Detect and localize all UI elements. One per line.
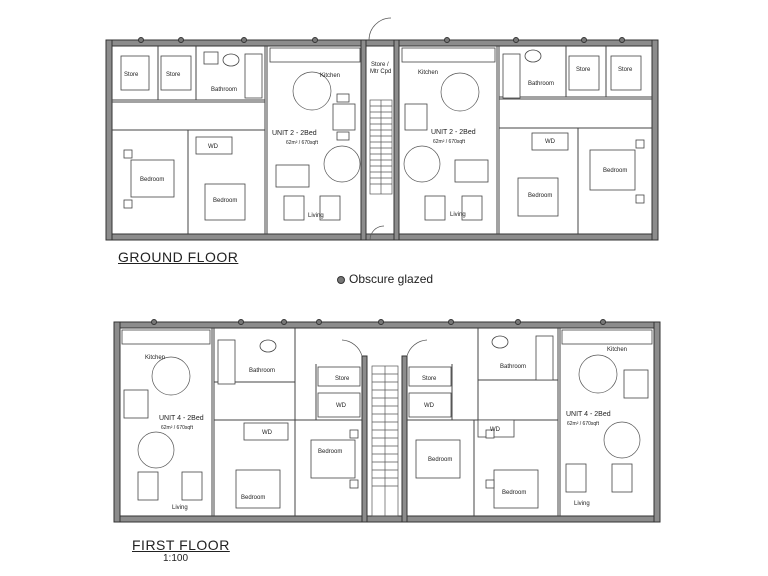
gf-bedroom-label-left-1: Bedroom [140, 177, 164, 183]
gf-store-mtr-label-1: Store / [371, 62, 389, 68]
ff-unit-title-right: UNIT 4 - 2Bed [566, 411, 611, 418]
gf-unit-area-left: 62m² / 670sqft [286, 140, 319, 146]
gf-kitchen-label-right: Kitchen [418, 70, 438, 76]
scale-label: 1:100 [163, 553, 189, 564]
gf-store-label-3: Store [576, 67, 591, 73]
ff-stairs [371, 365, 399, 517]
ff-unit-area-right: 62m² / 670sqft [567, 421, 600, 427]
gf-store-label-4: Store [618, 67, 633, 73]
legend-obscure-glazed: Obscure glazed [349, 272, 434, 286]
ground-floor-plan [105, 17, 659, 241]
ff-wd-label-right-2: WD [490, 427, 501, 433]
ff-wall-right [653, 321, 661, 523]
gf-bathroom-label-left: Bathroom [211, 87, 237, 93]
ground-floor-title: GROUND FLOOR [118, 249, 239, 265]
legend: Obscure glazed [337, 272, 433, 286]
gf-unit-title-right: UNIT 2 - 2Bed [431, 129, 476, 136]
ff-wd-label-left-1: WD [336, 403, 347, 409]
ff-unit-area-left: 62m² / 670sqft [161, 425, 194, 431]
gf-unit-area-right: 62m² / 670sqft [433, 139, 466, 145]
gf-wall-right [651, 39, 659, 241]
ff-kitchen-label-left: Kitchen [145, 355, 165, 361]
first-floor-plan [113, 319, 661, 523]
gf-living-label-right: Living [450, 212, 466, 218]
gf-store-mtr-label-2: Mtr Cpd [370, 69, 391, 75]
gf-unit-title-left: UNIT 2 - 2Bed [272, 130, 317, 137]
ff-living-label-left: Living [172, 505, 188, 511]
ff-bedroom-label-left-1: Bedroom [318, 449, 342, 455]
gf-bedroom-label-right-1: Bedroom [603, 168, 627, 174]
ff-kitchen-label-right: Kitchen [607, 347, 627, 353]
ff-wd-label-right-1: WD [424, 403, 435, 409]
gf-wd-label-left: WD [208, 144, 219, 150]
gf-wall-left [105, 39, 113, 241]
ff-wall-bottom [113, 515, 661, 523]
ff-bathroom-label-left: Bathroom [249, 368, 275, 374]
gf-stairs [369, 99, 393, 195]
ff-wall-left [113, 321, 121, 523]
gf-wall-bottom [105, 233, 659, 241]
ff-store-label-left: Store [335, 376, 350, 382]
ff-unit-title-left: UNIT 4 - 2Bed [159, 415, 204, 422]
gf-store-label-1: Store [124, 72, 139, 78]
gf-bedroom-label-left-2: Bedroom [213, 198, 237, 204]
ff-wall-top [113, 321, 661, 329]
gf-bedroom-label-right-2: Bedroom [528, 193, 552, 199]
ff-store-label-right: Store [422, 376, 437, 382]
ff-bedroom-label-right-1: Bedroom [428, 457, 452, 463]
gf-bathroom-label-right: Bathroom [528, 81, 554, 87]
ff-bathroom-label-right: Bathroom [500, 364, 526, 370]
gf-kitchen-label-left: Kitchen [320, 73, 340, 79]
gf-wd-label-right: WD [545, 139, 556, 145]
ff-bedroom-label-right-2: Bedroom [502, 490, 526, 496]
gf-living-label-left: Living [308, 213, 324, 219]
ff-living-label-right: Living [574, 501, 590, 507]
gf-store-label-2: Store [166, 72, 181, 78]
obscure-glazed-dot-icon [337, 275, 345, 284]
ff-bedroom-label-left-2: Bedroom [241, 495, 265, 501]
gf-wall-top [105, 39, 659, 47]
ff-wd-label-left-2: WD [262, 430, 273, 436]
first-floor-title: FIRST FLOOR [132, 537, 230, 553]
